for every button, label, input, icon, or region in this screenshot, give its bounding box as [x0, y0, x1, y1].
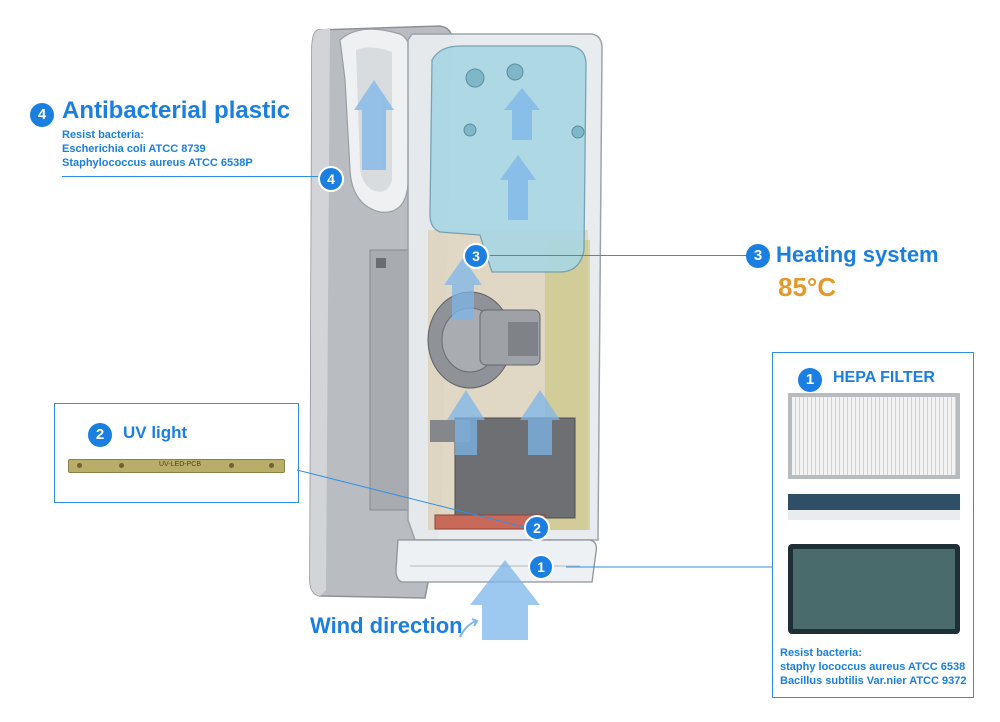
hepa-line-1: Resist bacteria: — [780, 647, 862, 659]
callout-3-badge: 3 — [746, 244, 770, 268]
uv-led-dot — [269, 463, 274, 468]
antibacterial-line-3: Staphylococcus aureus ATCC 6538P — [62, 157, 253, 169]
heater-tank — [429, 45, 587, 273]
antibacterial-leader — [62, 176, 318, 177]
marker-4: 4 — [318, 166, 344, 192]
callout-2-badge: 2 — [88, 423, 112, 447]
heating-temperature: 85°C — [778, 272, 837, 302]
antibacterial-line-1: Resist bacteria: — [62, 129, 144, 141]
antibacterial-title: Antibacterial plastic — [62, 97, 291, 124]
hepa-line-2: staphy lococcus aureus ATCC 6538 — [780, 661, 966, 673]
hepa-filter-edge — [788, 494, 960, 520]
uv-title: UV light — [123, 423, 188, 442]
uv-led-dot — [229, 463, 234, 468]
hepa-pleated-filter — [788, 393, 960, 479]
uv-board: UV-LED-PCB — [68, 459, 285, 473]
marker-3: 3 — [463, 243, 489, 269]
callout-4-badge: 4 — [30, 103, 54, 127]
antibacterial-line-2: Escherichia coli ATCC 8739 — [62, 143, 206, 155]
marker-2: 2 — [524, 515, 550, 541]
hepa-line-3: Bacillus subtilis Var.nier ATCC 9372 — [780, 675, 967, 687]
hepa-title: HEPA FILTER — [833, 369, 935, 386]
uv-led-dot — [119, 463, 124, 468]
hepa-carbon-filter — [788, 544, 960, 634]
airflow-arrows — [354, 80, 560, 640]
heating-title: Heating system — [776, 242, 939, 267]
uv-box — [54, 403, 299, 503]
wind-direction-label: Wind direction — [310, 613, 463, 638]
wind-swirl-icon — [459, 618, 479, 638]
heating-leader — [490, 255, 746, 256]
uv-led-dot — [77, 463, 82, 468]
uv-board-label: UV-LED-PCB — [159, 461, 202, 468]
marker-1: 1 — [528, 554, 554, 580]
callout-1-badge: 1 — [798, 368, 822, 392]
